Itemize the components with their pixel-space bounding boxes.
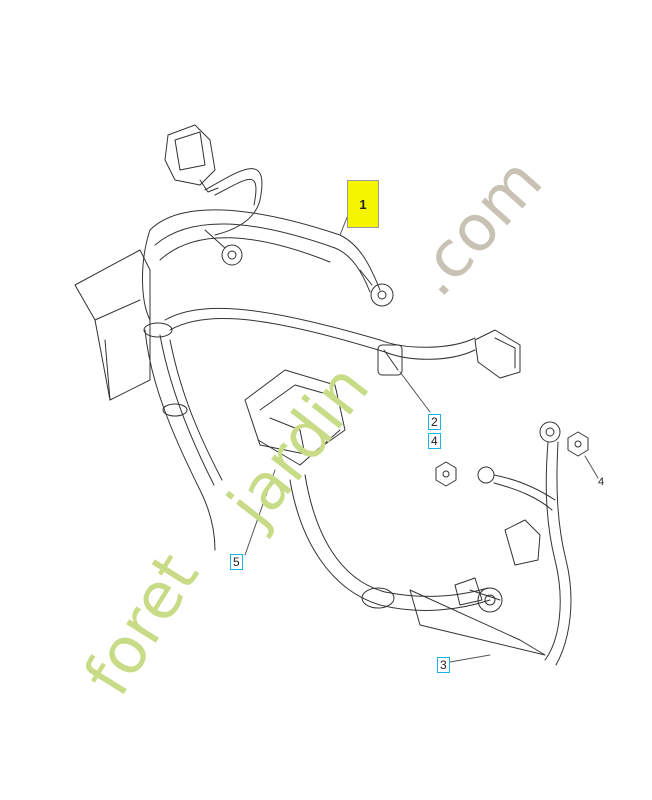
callout-4-b: 4	[598, 476, 605, 488]
connector-right	[474, 329, 521, 379]
leader-2-4	[399, 371, 431, 413]
harness-trunk	[143, 322, 223, 551]
callout-1: 1	[347, 180, 379, 228]
callout-2: 2	[428, 414, 441, 430]
ring-terminal-1	[204, 229, 243, 266]
nut-4-left	[435, 461, 457, 487]
battery-cable	[289, 474, 546, 656]
callout-3: 3	[437, 657, 450, 673]
ring-terminal-2	[359, 269, 394, 307]
callout-4-a: 4	[428, 433, 441, 449]
leader-4-right	[584, 455, 599, 479]
connector-top	[164, 124, 219, 193]
clip-bundle	[377, 344, 403, 376]
main-harness	[142, 168, 476, 360]
nut-4-right	[567, 431, 589, 457]
leader-3	[449, 654, 491, 663]
solenoid-cover	[244, 369, 346, 466]
ground-cable	[454, 421, 572, 666]
leader-5	[244, 469, 276, 556]
callout-5: 5	[230, 554, 243, 570]
left-bracket	[74, 249, 151, 401]
